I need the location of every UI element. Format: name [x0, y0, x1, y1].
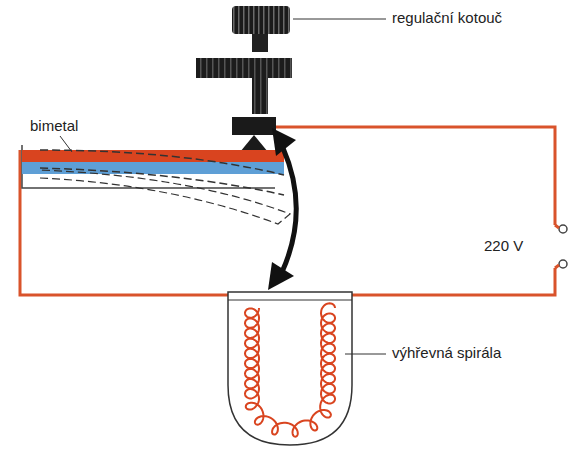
motion-arrow	[268, 128, 296, 290]
wire	[272, 127, 555, 225]
part-label: regulační kotouč	[390, 10, 504, 27]
heating-coil	[245, 303, 335, 436]
wire	[20, 127, 555, 308]
terminal	[559, 260, 567, 268]
terminal	[559, 225, 567, 233]
adjusting-screw	[196, 6, 292, 152]
part-label: bimetal	[28, 118, 80, 135]
part-label: výhřevná spirála	[390, 345, 503, 362]
heater-tube	[228, 292, 352, 445]
wire	[345, 268, 555, 308]
part-label: 220 V	[482, 238, 525, 255]
leader-line	[60, 19, 386, 354]
bimetal-strip	[22, 145, 290, 224]
